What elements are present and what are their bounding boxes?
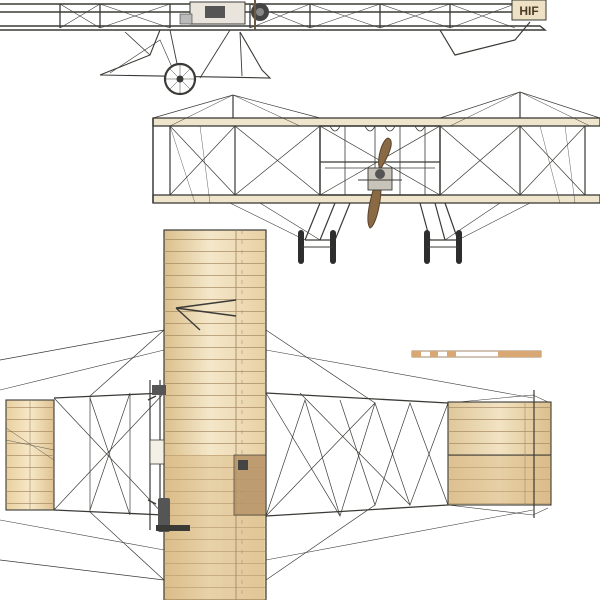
scale-bar xyxy=(411,350,542,358)
plan-view xyxy=(0,229,552,600)
front-view xyxy=(152,91,600,264)
tail-code-label: HIF xyxy=(519,4,538,18)
side-view: HIF xyxy=(0,0,547,96)
